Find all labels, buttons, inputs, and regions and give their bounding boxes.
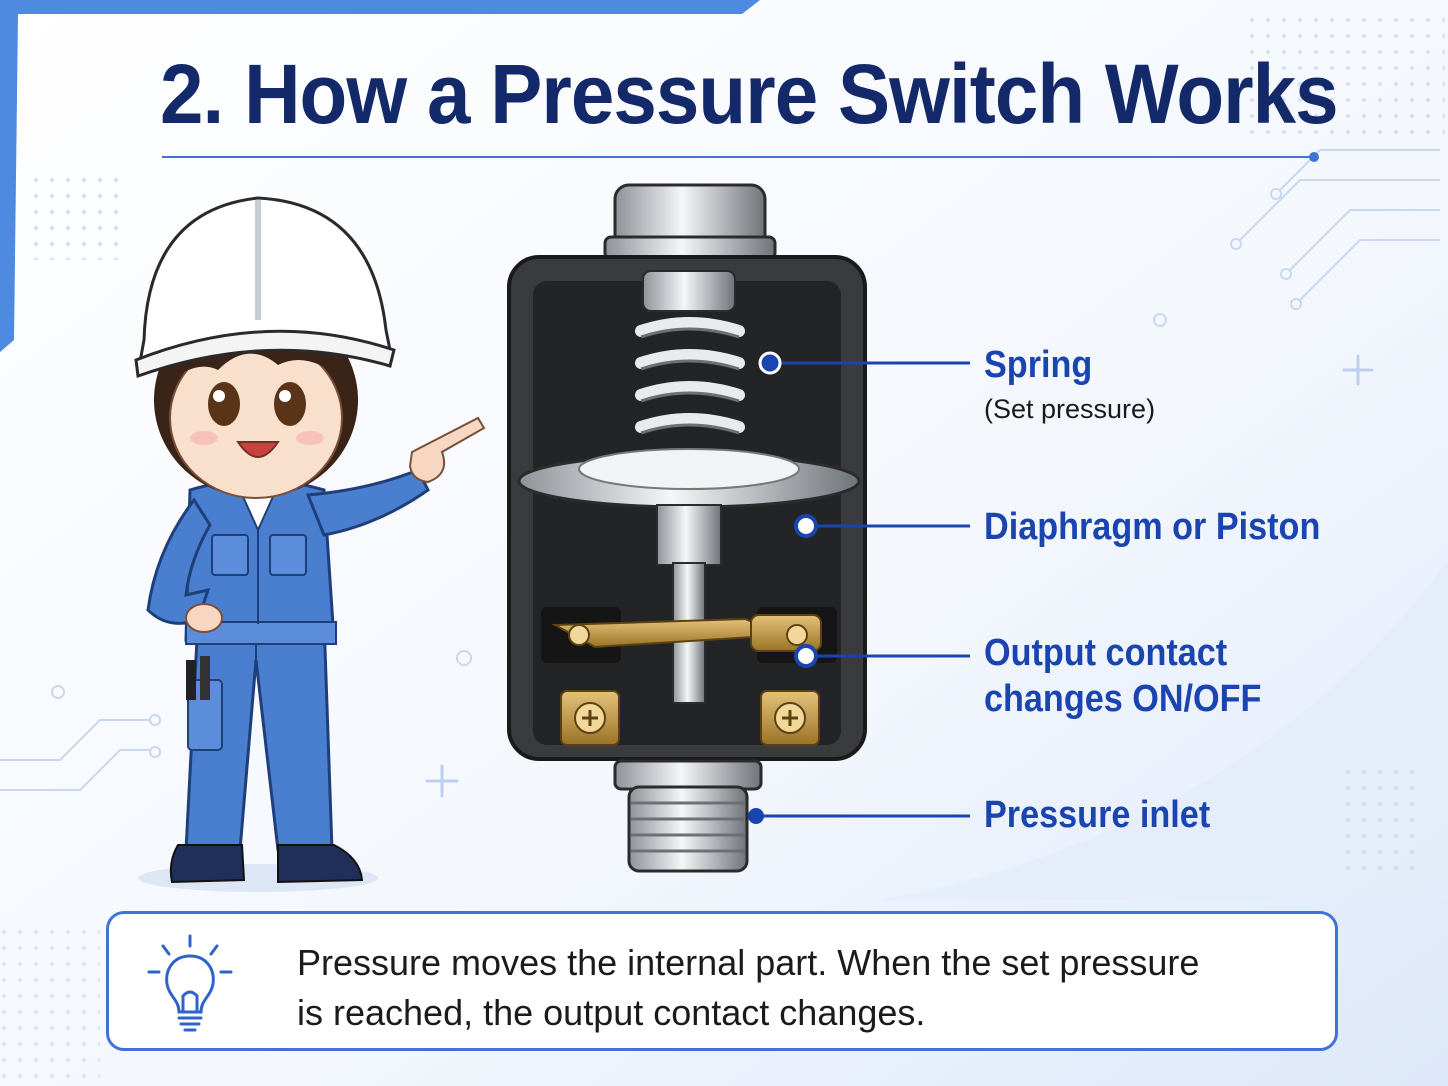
- lightbulb-icon: [147, 934, 233, 1032]
- info-note-box: Pressure moves the internal part. When t…: [106, 911, 1338, 1051]
- label-output-contact-line-2: changes ON/OFF: [984, 678, 1262, 720]
- note-line: is reached, the output contact changes.: [297, 992, 926, 1033]
- title-underline: [162, 152, 1319, 162]
- callout-leader-lines: [748, 351, 970, 824]
- label-pressure-inlet: Pressure inlet: [984, 794, 1211, 836]
- label-diaphragm-or-piston: Diaphragm or Piston: [984, 506, 1321, 548]
- note-line: Pressure moves the internal part. When t…: [297, 942, 1200, 983]
- circuit-lines: [0, 149, 1440, 791]
- label-output-contact-line-1: Output contact: [984, 632, 1228, 674]
- pressure-switch-cutaway-illustration: [507, 183, 867, 873]
- label-spring-subtext: (Set pressure): [984, 394, 1156, 424]
- worker-character-illustration: [134, 196, 486, 892]
- page-title: 2. How a Pressure Switch Works: [160, 47, 1339, 141]
- note-text: Pressure moves the internal part. When t…: [297, 938, 1297, 1038]
- label-spring: Spring: [984, 344, 1093, 386]
